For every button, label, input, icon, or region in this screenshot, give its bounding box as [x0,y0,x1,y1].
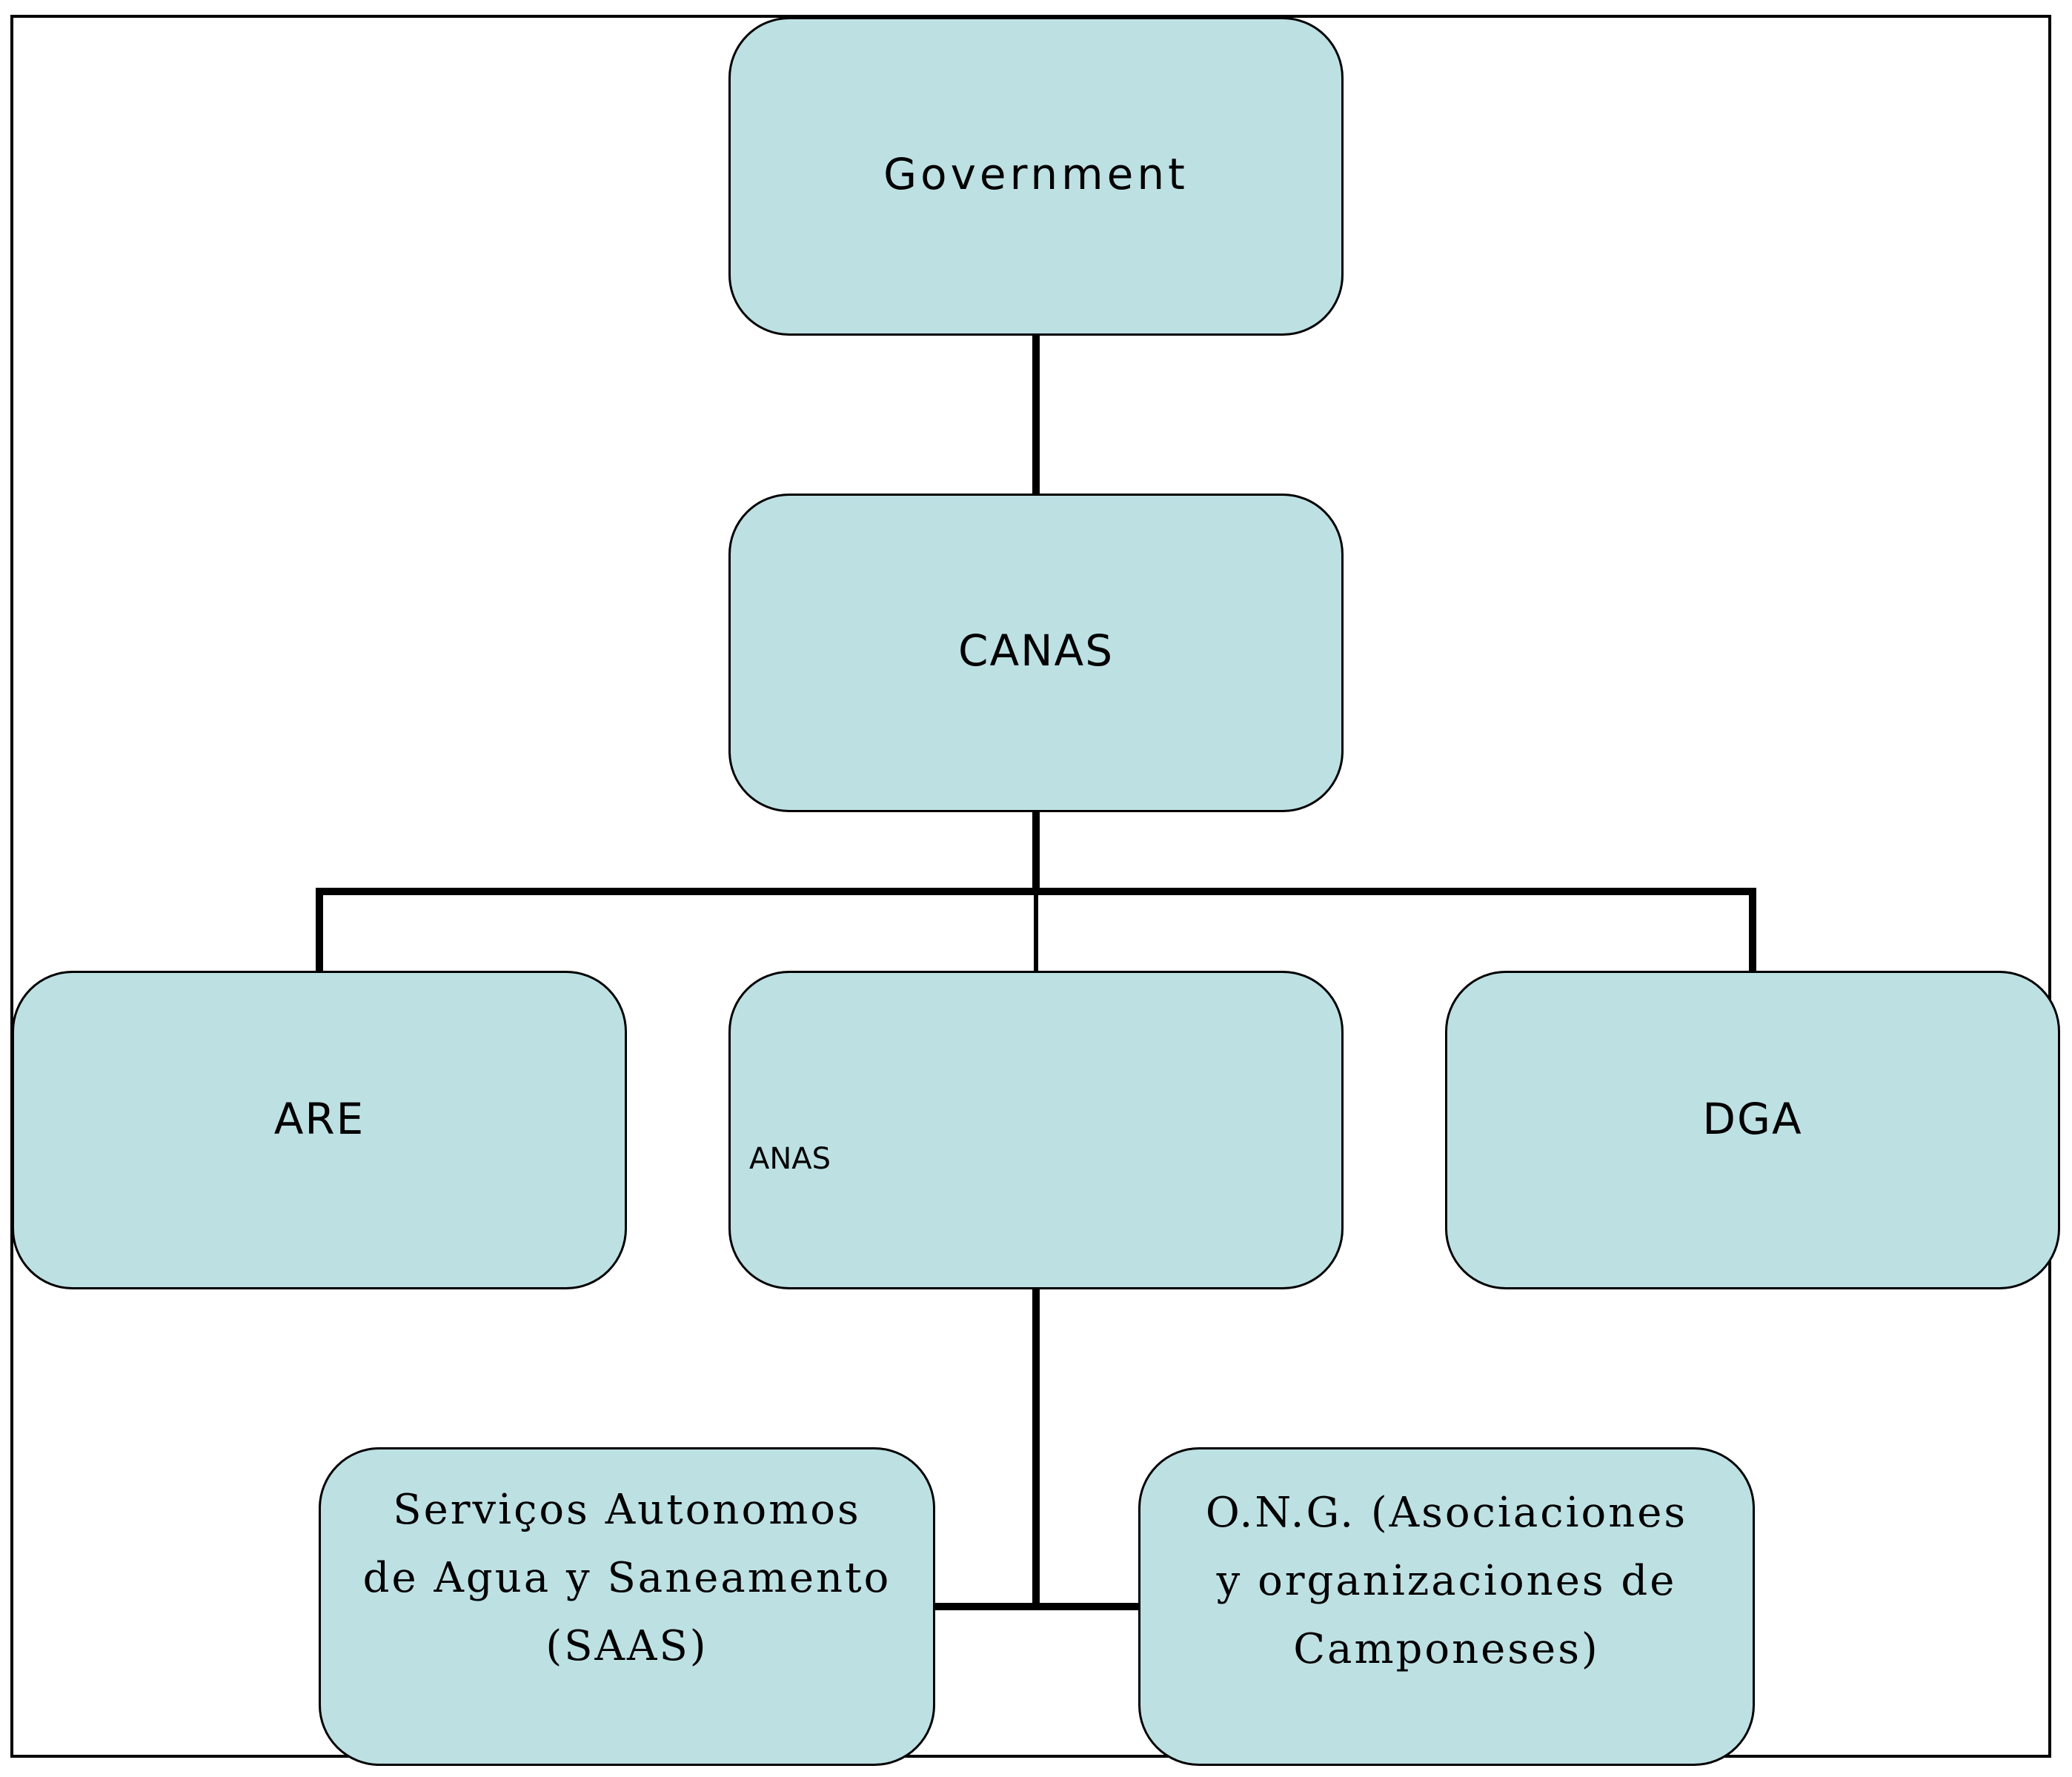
node-anas: ANAS [728,971,1344,1289]
node-ong-line-3: Camponeses) [1293,1625,1600,1673]
node-saas-label: Serviços Autonomos de Agua y Saneamento … [321,1476,933,1681]
node-dga-label: DGA [1702,1094,1803,1144]
node-saas-line-3: (SAAS) [545,1622,708,1670]
node-canas-label: CANAS [957,625,1115,676]
node-saas-line-1: Serviços Autonomos [393,1486,861,1534]
node-are-label: ARE [273,1094,365,1144]
node-anas-label: ANAS [749,1142,831,1176]
node-canas: CANAS [728,494,1344,812]
node-saas-line-2: de Agua y Saneamento [362,1554,891,1602]
node-are: ARE [12,971,627,1289]
node-government: Government [728,17,1344,336]
node-ong-line-1: O.N.G. (Asociaciones [1205,1489,1688,1537]
node-ong-label: O.N.G. (Asociaciones y organizaciones de… [1140,1479,1753,1684]
node-ong-line-2: y organizaciones de [1216,1557,1677,1605]
node-ong: O.N.G. (Asociaciones y organizaciones de… [1138,1447,1755,1766]
diagram-frame [10,15,2051,1758]
node-dga: DGA [1445,971,2060,1289]
node-government-label: Government [883,149,1189,199]
node-saas: Serviços Autonomos de Agua y Saneamento … [319,1447,935,1766]
